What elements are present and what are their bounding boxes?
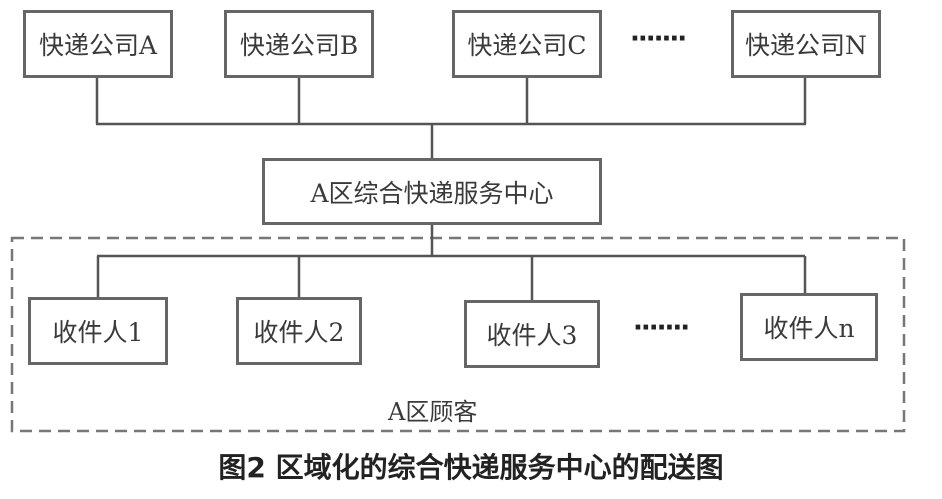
company-c-label: 快递公司C xyxy=(467,31,587,60)
company-a-box: 快递公司A xyxy=(23,10,173,78)
company-c-box: 快递公司C xyxy=(452,10,602,78)
company-b-box: 快递公司B xyxy=(224,10,374,78)
region-label: A区顾客 xyxy=(388,398,478,426)
company-a-label: 快递公司A xyxy=(38,31,158,60)
receiver-n-box: 收件人n xyxy=(740,293,878,361)
receiver-3-label: 收件人3 xyxy=(486,321,578,350)
receiver-1-box: 收件人1 xyxy=(28,297,168,365)
receiver-1-label: 收件人1 xyxy=(52,318,144,347)
company-n-box: 快递公司N xyxy=(731,10,881,78)
receiver-3-box: 收件人3 xyxy=(464,300,600,368)
receiver-2-label: 收件人2 xyxy=(253,318,345,347)
figure-caption: 图2 区域化的综合快递服务中心的配送图 xyxy=(218,451,724,484)
region-dashed-border xyxy=(10,236,906,433)
receiver-ellipsis: ······· xyxy=(633,313,690,343)
company-n-label: 快递公司N xyxy=(745,31,867,60)
service-center-label: A区综合快递服务中心 xyxy=(310,178,554,208)
receiver-2-box: 收件人2 xyxy=(236,297,362,365)
company-ellipsis: ······· xyxy=(630,24,687,54)
service-center-box: A区综合快递服务中心 xyxy=(262,158,602,225)
receiver-n-label: 收件人n xyxy=(763,314,855,343)
company-b-label: 快递公司B xyxy=(239,31,359,60)
